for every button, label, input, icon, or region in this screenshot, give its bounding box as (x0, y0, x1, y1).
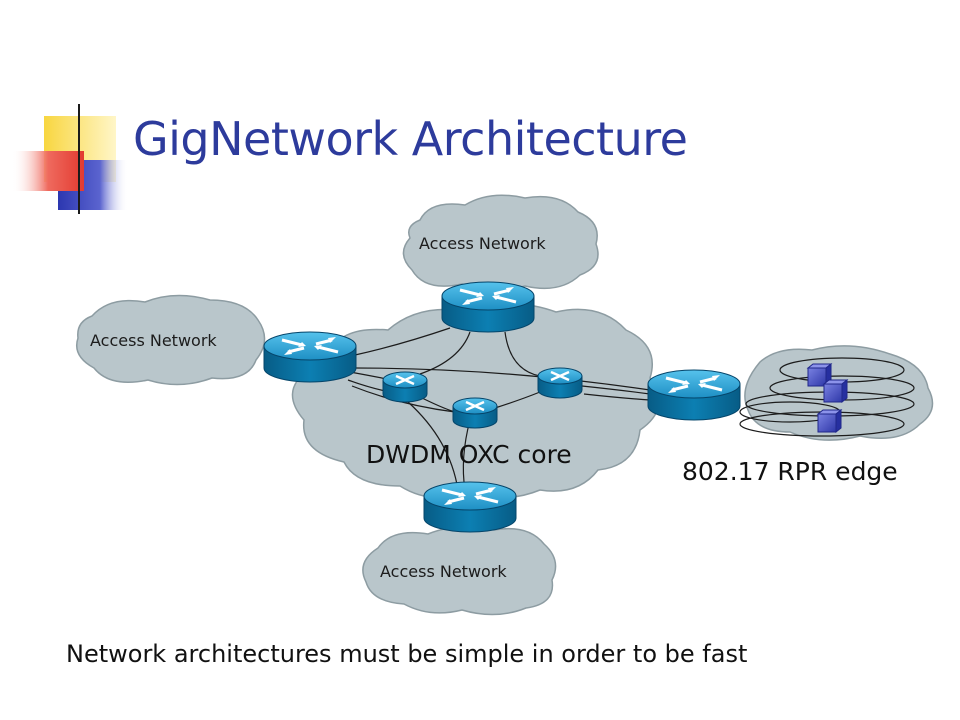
link-top-edge-to-left-switch (419, 331, 471, 375)
rpr-node-2 (822, 378, 849, 404)
link-center-to-right-switch (494, 391, 541, 409)
link-top-to-left-edge (354, 327, 451, 356)
access-network-label-top: Access Network (419, 234, 546, 253)
core-switch-right (537, 367, 583, 399)
rpr-node-3 (816, 408, 843, 434)
access-cloud-left (76, 294, 266, 386)
access-network-label-bottom: Access Network (380, 562, 507, 581)
core-label: DWDM OXC core (366, 440, 572, 469)
access-network-label-left: Access Network (90, 331, 217, 350)
link-left-switch-to-bottom (407, 401, 459, 491)
core-switch-center (452, 397, 498, 429)
edge-router-left (263, 331, 357, 383)
edge-router-bottom (423, 481, 517, 533)
footer-caption: Network architectures must be simple in … (66, 640, 748, 668)
rpr-edge-label: 802.17 RPR edge (682, 457, 898, 486)
page-title: GigNetwork Architecture (133, 112, 688, 166)
rpr-nodes (806, 362, 849, 434)
core-switch-left (382, 371, 428, 403)
link-left-edge-to-rpr (354, 367, 651, 391)
edge-router-right (647, 369, 741, 421)
link-right-switch-to-rpr (581, 385, 651, 395)
link-top-edge-to-right-switch (504, 331, 541, 377)
edge-router-top (441, 281, 535, 333)
rpr-node-1 (806, 362, 833, 388)
access-cloud-top (402, 194, 599, 292)
link-right-switch-to-rpr-2 (583, 393, 651, 401)
